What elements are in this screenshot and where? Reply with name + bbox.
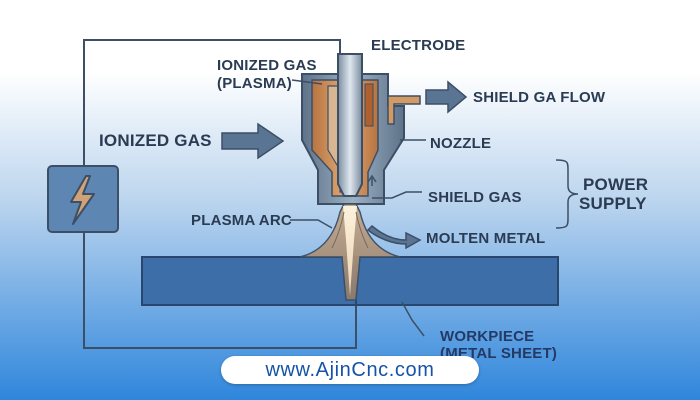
workpiece-label-line1: WORKPIECE — [440, 328, 535, 345]
molten-metal-arrow — [366, 224, 422, 250]
website-badge[interactable]: www.AjinCnc.com — [221, 356, 479, 384]
power-source-box — [47, 165, 119, 233]
power-supply-label-line1: POWER — [583, 175, 649, 194]
website-url[interactable]: www.AjinCnc.com — [265, 358, 435, 381]
leader-lines — [290, 79, 579, 337]
circuit-wire — [83, 39, 357, 349]
ionized-gas-plasma-label-line2: (PLASMA) — [217, 75, 292, 92]
ionized-gas-plasma-label-line1: IONIZED GAS — [217, 57, 317, 74]
workpiece — [141, 256, 559, 306]
electrode-label: ELECTRODE — [371, 37, 466, 54]
plasma-arc-plume — [299, 203, 401, 301]
shield-flow-arrow — [425, 80, 468, 114]
shield-ga-flow-label: SHIELD GA FLOW — [473, 89, 606, 106]
ionized-gas-label: IONIZED GAS — [99, 131, 212, 150]
electrode-rod — [337, 53, 363, 197]
nozzle-label: NOZZLE — [430, 135, 492, 152]
molten-metal-label: MOLTEN METAL — [426, 230, 546, 247]
power-supply-label-line2: SUPPLY — [579, 194, 647, 213]
lightning-bolt-icon — [70, 175, 95, 225]
ionized-gas-arrow — [221, 122, 285, 160]
shield-gas-label: SHIELD GAS — [428, 189, 522, 206]
plasma-arc-label: PLASMA ARC — [191, 212, 292, 229]
